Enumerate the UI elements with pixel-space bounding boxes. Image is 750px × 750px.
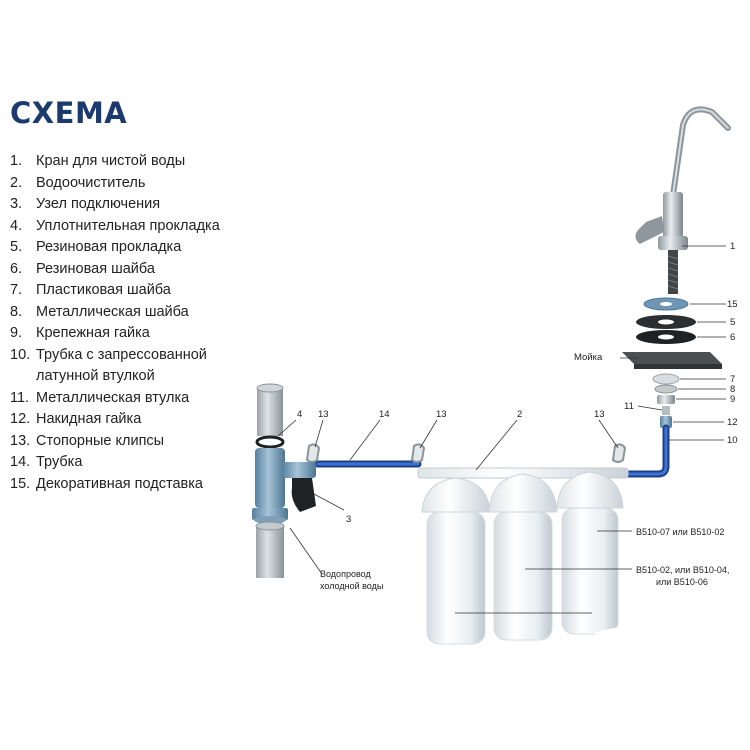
water-supply-label: Водопровод: [320, 569, 371, 579]
legend-item: 11.Металлическая втулка: [10, 389, 190, 406]
cartridge-label-top: B510-07 или B510-02: [636, 527, 724, 537]
legend-item: 7.Пластиковая шайба: [10, 282, 171, 298]
callout-2: 2: [517, 409, 522, 420]
metal-bushing: [662, 406, 670, 415]
callout-5: 5: [730, 317, 735, 328]
legend-item: 8.Металлическая шайба: [10, 303, 189, 320]
callout-4: 4: [297, 409, 302, 420]
callout-9: 9: [730, 394, 735, 405]
page-title: СХЕМА: [10, 96, 128, 130]
callout-12: 12: [727, 417, 738, 428]
callout-1: 1: [730, 241, 735, 252]
callout-13: 13: [594, 409, 605, 420]
legend-item: 9.Крепежная гайка: [10, 325, 150, 341]
water-filter: [417, 467, 629, 645]
callout-7: 7: [730, 374, 735, 385]
callout-15: 15: [727, 299, 738, 310]
callout-10: 10: [727, 435, 738, 446]
image-corner: [595, 600, 750, 750]
tube: [314, 424, 670, 478]
callout-14: 14: [379, 409, 390, 420]
legend-item: 4.Уплотнительная прокладка: [10, 217, 220, 234]
callout-13: 13: [318, 409, 329, 420]
faucet: [635, 106, 731, 294]
legend-item: 6.Резиновая шайба: [10, 260, 155, 277]
sink-label: Мойка: [574, 352, 603, 363]
sealing-gasket: [255, 435, 285, 449]
callout-13: 13: [436, 409, 447, 420]
legend-item: 14.Трубка: [10, 454, 83, 470]
plastic-washer: [652, 373, 680, 385]
sink-plate: [622, 352, 722, 364]
callout-11: 11: [624, 401, 634, 412]
legend-item: 12.Накидная гайка: [10, 411, 142, 427]
legend-item: 2.Водоочиститель: [10, 174, 146, 191]
callout-6: 6: [730, 332, 735, 343]
mounting-nut: [657, 395, 675, 404]
metal-washer: [654, 384, 678, 394]
legend-item-continuation: латунной втулкой: [36, 368, 155, 384]
cartridge-label-middle: или B510-06: [656, 577, 708, 587]
legend-list: 1.Кран для чистой воды 2.Водоочиститель …: [10, 151, 220, 495]
union-nut: [660, 416, 672, 428]
callout-3: 3: [346, 514, 351, 525]
legend-item: 15.Декоративная подставка: [10, 475, 203, 492]
connection-assembly: [252, 383, 316, 578]
callout-8: 8: [730, 384, 735, 395]
legend-item: 5.Резиновая прокладка: [10, 239, 182, 255]
legend-item: 10.Трубка с запрессованной: [10, 346, 207, 363]
water-supply-label: холодной воды: [320, 581, 383, 591]
legend-item: 3.Узел подключения: [10, 196, 161, 212]
legend-item: 1.Кран для чистой воды: [10, 153, 186, 169]
cartridge-label-middle: B510-02, или B510-04,: [636, 565, 729, 575]
locking-clips: [305, 443, 627, 463]
leader-lines: [277, 245, 726, 614]
legend-item: 13.Стопорные клипсы: [10, 432, 165, 449]
